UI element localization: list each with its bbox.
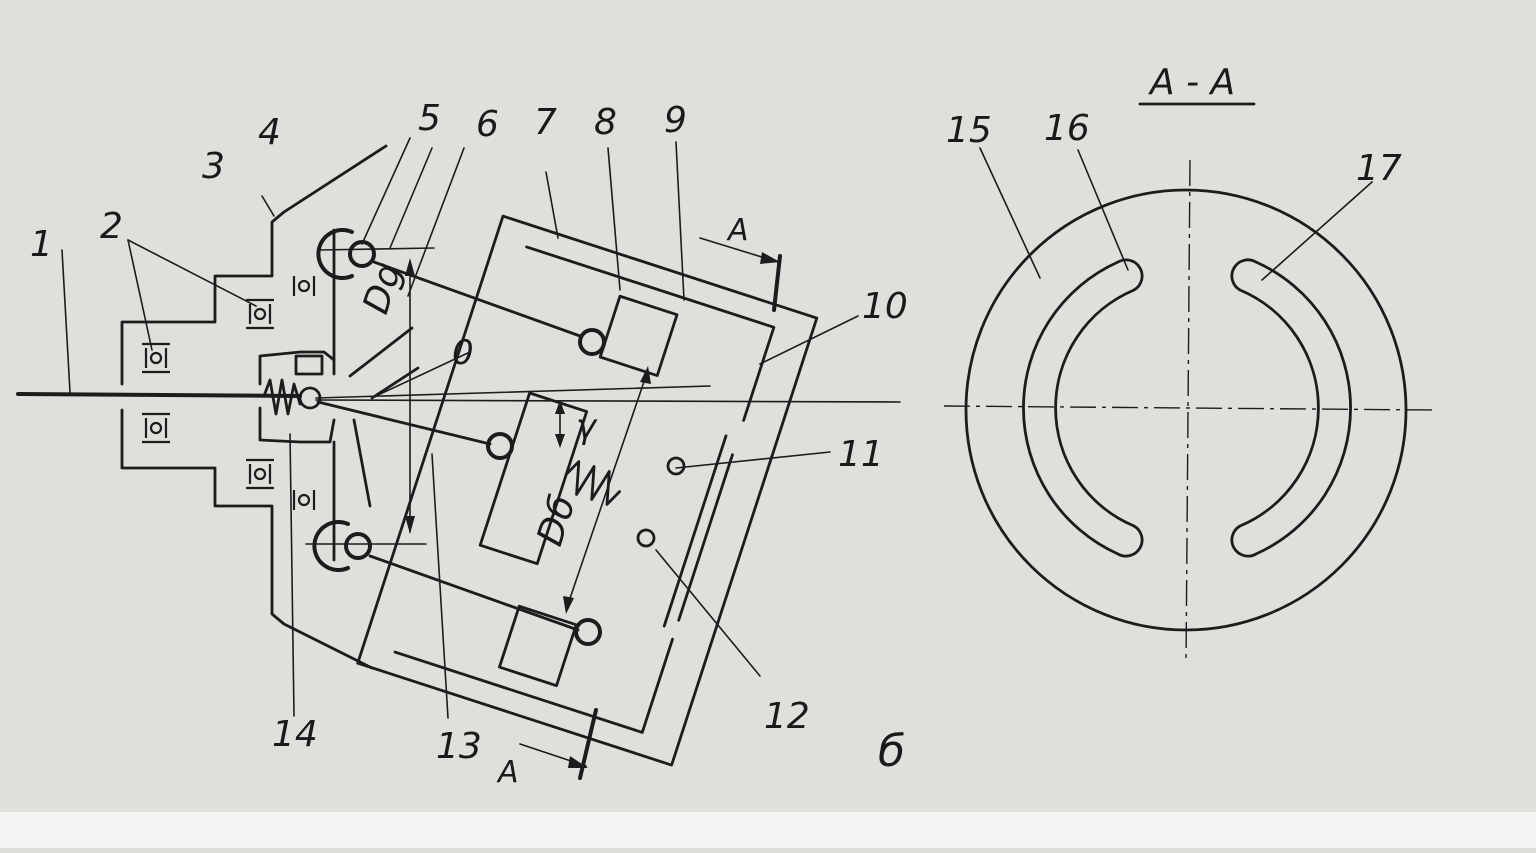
slider-upper bbox=[598, 294, 679, 378]
left-view bbox=[16, 137, 901, 780]
callout-10: 10 bbox=[862, 286, 908, 327]
stepped-housing-bottom bbox=[120, 408, 374, 670]
angle-arrow-up bbox=[555, 400, 565, 414]
radial-line-horizontal bbox=[315, 385, 711, 399]
horizontal-axis bbox=[943, 405, 1435, 411]
angle-arrow-down bbox=[555, 434, 565, 448]
section-mark-top: A bbox=[726, 213, 749, 248]
callout-6: 6 bbox=[476, 104, 499, 145]
key-block bbox=[294, 354, 324, 376]
section-title: A - A bbox=[1148, 62, 1235, 103]
callout-15: 15 bbox=[946, 110, 992, 151]
inner-block bbox=[478, 391, 589, 566]
link-lower bbox=[368, 554, 580, 632]
callout-11: 11 bbox=[838, 434, 884, 475]
guide-rail bbox=[662, 434, 728, 628]
db-arrow-bottom bbox=[563, 596, 574, 614]
callout-3: 3 bbox=[202, 146, 225, 187]
callout-12: 12 bbox=[764, 696, 810, 737]
pin-upper bbox=[578, 328, 606, 356]
angle-label: γ bbox=[576, 407, 598, 447]
slot-16 bbox=[1022, 258, 1144, 558]
stepped-housing-top bbox=[120, 144, 388, 386]
section-view-a-a bbox=[943, 102, 1435, 665]
callout-4: 4 bbox=[258, 112, 281, 153]
arrow-up bbox=[405, 258, 415, 276]
carrier-frame bbox=[356, 214, 819, 767]
rotated-carrier bbox=[356, 214, 819, 767]
shaft bbox=[16, 392, 302, 398]
hub-outline-top bbox=[258, 350, 336, 386]
pin-12 bbox=[636, 528, 656, 548]
section-marker-top bbox=[699, 237, 782, 312]
lever-lower-short bbox=[352, 418, 372, 508]
spring-14 bbox=[262, 378, 302, 416]
spring-11 bbox=[564, 460, 621, 506]
callout-8: 8 bbox=[594, 102, 617, 143]
lever-center-tick bbox=[370, 366, 420, 400]
section-mark-bottom: A bbox=[496, 755, 519, 790]
lever-upper-short bbox=[348, 326, 414, 378]
inner-frame-top bbox=[525, 245, 776, 422]
callout-2: 2 bbox=[100, 206, 123, 247]
callout-labels: 1 2 3 4 5 6 7 8 9 10 11 12 13 14 15 16 1… bbox=[30, 98, 1402, 767]
joint-top bbox=[316, 228, 376, 280]
subfigure-label: б bbox=[878, 726, 905, 777]
vertical-axis bbox=[1185, 159, 1191, 665]
pin-11 bbox=[666, 456, 686, 476]
callout-17: 17 bbox=[1356, 148, 1402, 189]
leader-lines bbox=[61, 137, 859, 719]
axis-extension bbox=[315, 399, 901, 403]
callout-9: 9 bbox=[664, 100, 687, 141]
callout-7: 7 bbox=[534, 102, 557, 143]
callout-16: 16 bbox=[1044, 108, 1090, 149]
guide-rail-2 bbox=[677, 453, 734, 622]
callout-13: 13 bbox=[436, 726, 482, 767]
lever-13 bbox=[316, 400, 492, 446]
center-point-label: 0 bbox=[452, 333, 474, 373]
section-leader-lines bbox=[979, 147, 1373, 281]
pin-lower bbox=[574, 618, 602, 646]
slot-17 bbox=[1230, 258, 1352, 558]
callout-1: 1 bbox=[30, 224, 53, 265]
bearing-symbols bbox=[142, 276, 316, 510]
db-arrow-top bbox=[640, 366, 651, 384]
dimension-line-db bbox=[565, 369, 649, 611]
joint-bottom bbox=[312, 520, 372, 572]
callout-14: 14 bbox=[272, 714, 318, 755]
hub-outline-bottom bbox=[258, 406, 336, 444]
paper-background bbox=[0, 0, 1536, 812]
pin-center bbox=[486, 432, 514, 460]
center-line-top bbox=[317, 247, 435, 251]
inner-frame-bottom bbox=[393, 637, 674, 734]
page-margin bbox=[0, 812, 1536, 848]
arrow-down bbox=[405, 516, 415, 534]
callout-5: 5 bbox=[418, 98, 441, 139]
slider-lower bbox=[498, 604, 578, 688]
section-marker-bottom bbox=[519, 708, 598, 780]
